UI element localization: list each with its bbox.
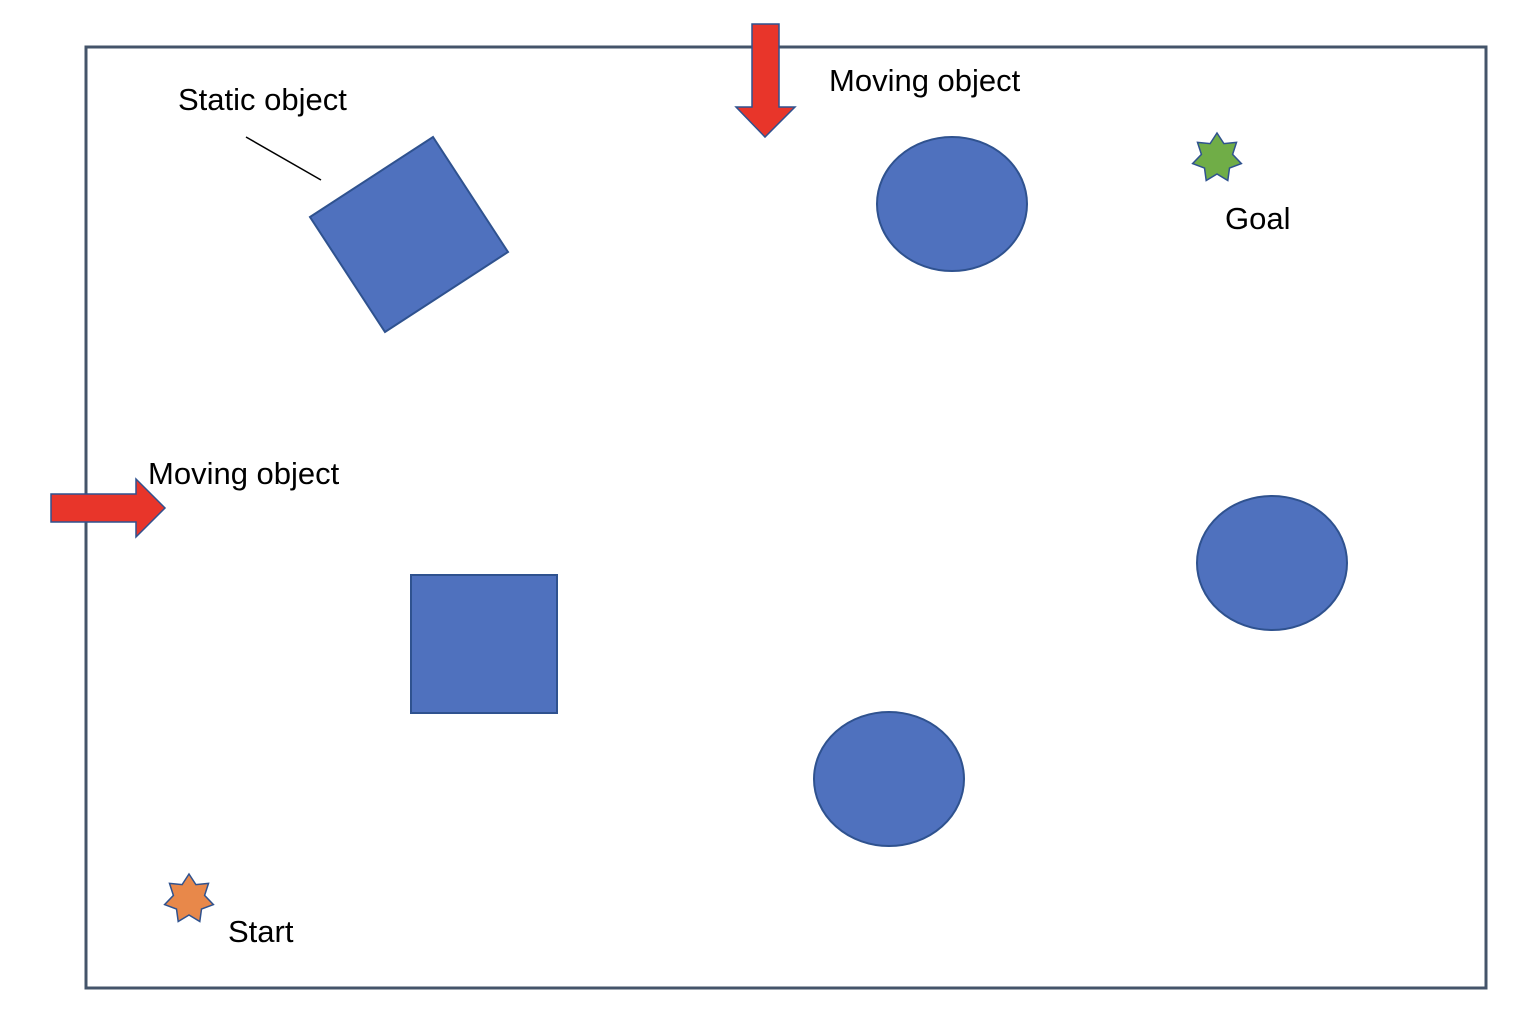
static-obstacle-square	[410, 574, 558, 714]
moving-object-right-arrow-icon	[50, 477, 167, 539]
circle-obstacle-right	[1196, 495, 1348, 631]
goal-label: Goal	[1225, 201, 1290, 236]
start-star-icon	[163, 872, 215, 923]
static-obstacle-rotated-square	[308, 135, 510, 334]
static-object-label: Static object	[178, 82, 347, 117]
moving-object-top-label: Moving object	[829, 63, 1021, 98]
static-object-leader-line	[245, 136, 322, 181]
start-label: Start	[228, 914, 294, 949]
goal-star-icon	[1191, 131, 1243, 182]
circle-obstacle-bottom	[813, 711, 965, 847]
moving-object-down-arrow-icon	[734, 23, 797, 139]
circle-obstacle-top	[876, 136, 1028, 272]
moving-object-left-label: Moving object	[148, 456, 340, 491]
